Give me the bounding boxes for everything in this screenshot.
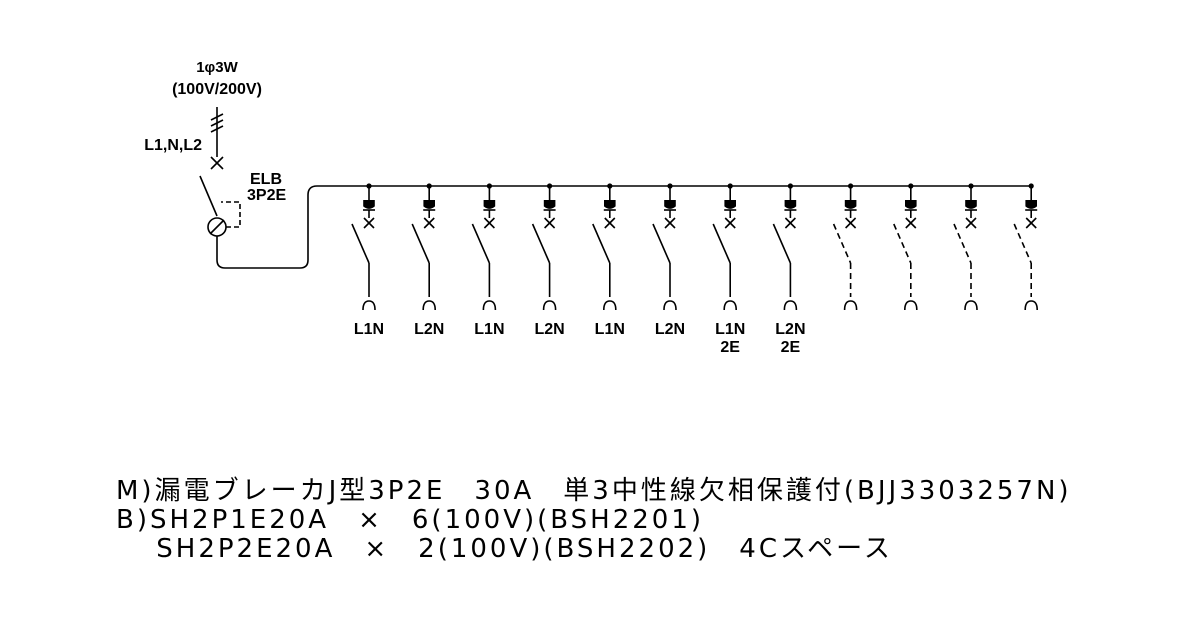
- outlet-terminal-icon: [482, 300, 497, 311]
- plug-in-connector-icon: [784, 200, 797, 209]
- branch-circuit: [832, 183, 858, 311]
- spare-breaker-blade: [953, 223, 972, 264]
- branch-circuit: [893, 183, 918, 311]
- main-breaker-type: ELB: [250, 171, 282, 188]
- branch-earth-label: 2E: [720, 339, 740, 356]
- outlet-terminal-icon: [843, 300, 858, 311]
- plug-in-connector-icon: [604, 200, 616, 209]
- plug-in-connector-icon: [905, 200, 917, 209]
- outlet-terminal-icon: [904, 300, 918, 311]
- plug-in-connector-icon: [423, 200, 435, 209]
- breaker-blade: [411, 223, 430, 264]
- breaker-blade: [351, 223, 370, 264]
- branch-label: L2N: [775, 321, 805, 338]
- breaker-blade: [531, 223, 551, 264]
- spec-line-main: M)漏電ブレーカJ型3P2E 30A 単3中性線欠相保護付(BJJ3303257…: [116, 476, 1072, 506]
- conductors-label: L1,N,L2: [144, 137, 202, 154]
- outlet-terminal-icon: [542, 300, 557, 311]
- branch-circuit: [712, 183, 737, 311]
- breaker-blade: [772, 223, 792, 264]
- branch-circuit: [351, 183, 376, 311]
- plug-in-connector-icon: [363, 200, 375, 209]
- main-breaker-poles: 3P2E: [247, 187, 286, 204]
- branch-label: L1N: [354, 321, 384, 338]
- outlet-terminal-icon: [964, 300, 978, 311]
- branch-circuit: [953, 183, 978, 311]
- branch-circuit: [1013, 183, 1038, 311]
- spec-line-branch-2e: SH2P2E20A × 2(100V)(BSH2202) 4Cスペース: [116, 534, 893, 564]
- spare-breaker-blade: [893, 223, 912, 264]
- outlet-terminal-icon: [1024, 300, 1038, 311]
- branch-circuit: [411, 183, 436, 311]
- incoming-feed: [199, 107, 224, 217]
- outlet-terminal-icon: [663, 300, 677, 311]
- branch-circuit: [772, 183, 798, 311]
- breaker-blade: [592, 223, 611, 264]
- outlet-terminal-icon: [783, 300, 798, 311]
- spare-breaker-blade: [832, 223, 852, 264]
- outlet-terminal-icon: [362, 300, 376, 311]
- branch-label: L1N: [715, 321, 745, 338]
- spare-breaker-blade: [1013, 223, 1032, 264]
- plug-in-connector-icon: [664, 200, 676, 209]
- plug-in-connector-icon: [724, 200, 736, 209]
- outlet-terminal-icon: [422, 300, 436, 311]
- branch-label: L1N: [595, 321, 625, 338]
- breaker-blade: [471, 223, 491, 264]
- main-breaker: [207, 185, 1030, 269]
- source-voltage-label: (100V/200V): [172, 81, 262, 98]
- outlet-terminal-icon: [603, 300, 617, 311]
- branch-earth-label: 2E: [781, 339, 801, 356]
- branch-circuit: [652, 183, 677, 311]
- plug-in-connector-icon: [543, 200, 556, 209]
- branch-label: L2N: [655, 321, 685, 338]
- breaker-blade: [712, 223, 731, 264]
- plug-in-connector-icon: [965, 200, 977, 209]
- breaker-blade: [652, 223, 671, 264]
- source-system-label: 1φ3W: [196, 59, 238, 76]
- branch-label: L2N: [414, 321, 444, 338]
- branch-label: L1N: [474, 321, 504, 338]
- outlet-terminal-icon: [723, 300, 737, 311]
- branch-label: L2N: [534, 321, 564, 338]
- branch-circuit: [471, 183, 497, 311]
- plug-in-connector-icon: [844, 200, 857, 209]
- branch-circuit: [531, 183, 557, 311]
- plug-in-connector-icon: [1025, 200, 1037, 209]
- branch-circuit: [592, 183, 617, 311]
- plug-in-connector-icon: [483, 200, 496, 209]
- spec-line-branch-1e: B)SH2P1E20A × 6(100V)(BSH2201): [116, 505, 705, 535]
